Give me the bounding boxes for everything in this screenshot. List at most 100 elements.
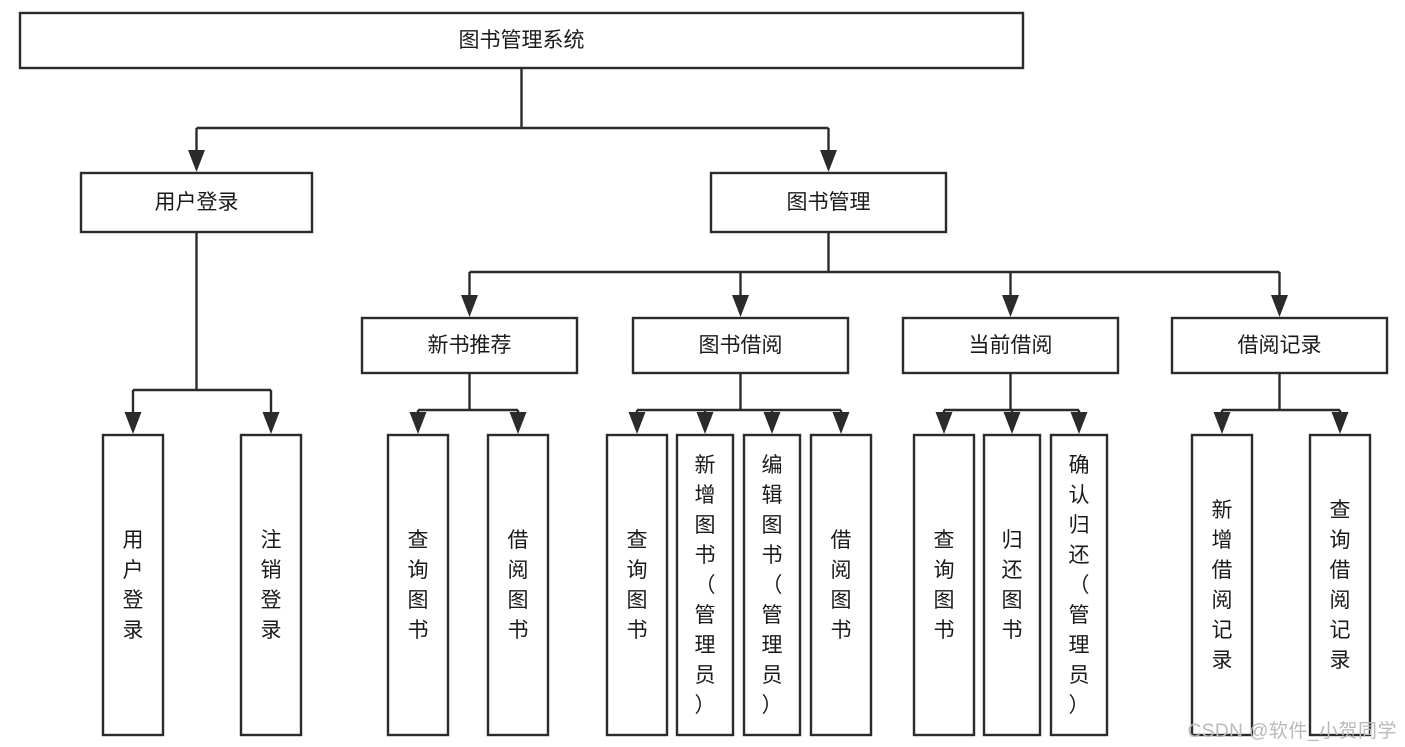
node-box[interactable]	[675, 433, 735, 737]
level3-node-book-borrow[interactable]: 图书借阅	[631, 316, 850, 375]
node-box[interactable]	[1308, 433, 1372, 737]
node-label-char: 记	[1212, 619, 1233, 642]
leaf-node-leaf-user-login[interactable]: 用户登录	[101, 433, 165, 737]
node-label-char: 归	[1002, 529, 1023, 552]
arrow-head-icon	[124, 412, 142, 434]
root-node-root[interactable]: 图书管理系统	[18, 11, 1025, 70]
arrow-head-icon	[262, 412, 280, 434]
node-label-char: 理	[762, 634, 783, 657]
node-label-char: 书	[831, 619, 852, 642]
node-label-char: 书	[627, 619, 648, 642]
node-label-char: 图	[695, 514, 716, 537]
node-label-char: 图	[1002, 589, 1023, 612]
node-label-char: 询	[1330, 529, 1351, 552]
node-label-char: 户	[123, 559, 144, 582]
node-label-char: 登	[123, 589, 144, 612]
node-label-char: 还	[1002, 559, 1023, 582]
node-box[interactable]	[631, 316, 850, 375]
arrow-head-icon	[1003, 412, 1021, 434]
node-box[interactable]	[1190, 433, 1254, 737]
level3-node-borrow-record[interactable]: 借阅记录	[1170, 316, 1389, 375]
node-label-char: 阅	[831, 559, 852, 582]
node-box[interactable]	[1049, 433, 1109, 737]
node-box[interactable]	[1170, 316, 1389, 375]
arrow-head-icon	[409, 412, 427, 434]
node-label-char: 书	[762, 544, 783, 567]
node-box[interactable]	[360, 316, 579, 375]
node-label-char: 图	[762, 514, 783, 537]
node-label-char: 员	[762, 664, 783, 687]
node-label-char: 记	[1330, 619, 1351, 642]
watermark-text: CSDN @软件_小贺同学	[1187, 721, 1397, 742]
node-label-char: 查	[1330, 499, 1351, 522]
node-box[interactable]	[239, 433, 303, 737]
node-label: 图书管理	[787, 191, 871, 214]
node-box[interactable]	[901, 316, 1120, 375]
node-box[interactable]	[809, 433, 873, 737]
node-label-char: 登	[261, 589, 282, 612]
arrow-head-icon	[935, 412, 953, 434]
node-label-char: 书	[408, 619, 429, 642]
arrow-head-icon	[509, 412, 527, 434]
node-box[interactable]	[79, 171, 314, 234]
node-label-char: 图	[627, 589, 648, 612]
node-label-char: （	[1069, 574, 1090, 597]
node-label-char: 书	[508, 619, 529, 642]
node-label-char: 阅	[508, 559, 529, 582]
node-label-char: 辑	[762, 484, 783, 507]
arrow-head-icon	[1002, 295, 1019, 317]
node-label-char: 图	[508, 589, 529, 612]
node-box[interactable]	[386, 433, 450, 737]
arrow-head-icon	[1271, 295, 1288, 317]
connector-layer	[124, 68, 1349, 434]
node-box[interactable]	[486, 433, 550, 737]
node-label-char: 管	[762, 604, 783, 627]
node-box[interactable]	[912, 433, 976, 737]
node-label-char: 询	[408, 559, 429, 582]
node-label-char: 借	[508, 529, 529, 552]
arrow-head-icon	[696, 412, 714, 434]
node-label-char: 借	[1330, 559, 1351, 582]
node-label-char: （	[695, 574, 716, 597]
node-label-char: 图	[408, 589, 429, 612]
arrow-head-icon	[628, 412, 646, 434]
node-box[interactable]	[605, 433, 669, 737]
node-box[interactable]	[982, 433, 1042, 737]
node-label-char: ）	[695, 694, 716, 717]
level2-node-user-login[interactable]: 用户登录	[79, 171, 314, 234]
level3-node-current-borrow[interactable]: 当前借阅	[901, 316, 1120, 375]
node-label: 当前借阅	[969, 334, 1053, 357]
node-label-char: （	[762, 574, 783, 597]
level2-node-book-management[interactable]: 图书管理	[709, 171, 948, 234]
node-label-char: 用	[123, 529, 144, 552]
node-box[interactable]	[18, 11, 1025, 70]
node-label-char: 注	[261, 529, 282, 552]
node-box[interactable]	[742, 433, 802, 737]
node-box[interactable]	[709, 171, 948, 234]
node-label-char: 还	[1069, 544, 1090, 567]
node-label-char: 理	[695, 634, 716, 657]
node-label-char: 确	[1069, 454, 1090, 477]
node-label: 图书管理系统	[459, 29, 585, 52]
node-label-char: 增	[695, 484, 716, 507]
node-label-char: 编	[762, 454, 783, 477]
node-label-char: 认	[1069, 484, 1090, 507]
level3-node-new-book-recommend[interactable]: 新书推荐	[360, 316, 579, 375]
node-label-char: 员	[1069, 664, 1090, 687]
node-box[interactable]	[101, 433, 165, 737]
node-label-char: 借	[831, 529, 852, 552]
arrow-head-icon	[732, 295, 749, 317]
